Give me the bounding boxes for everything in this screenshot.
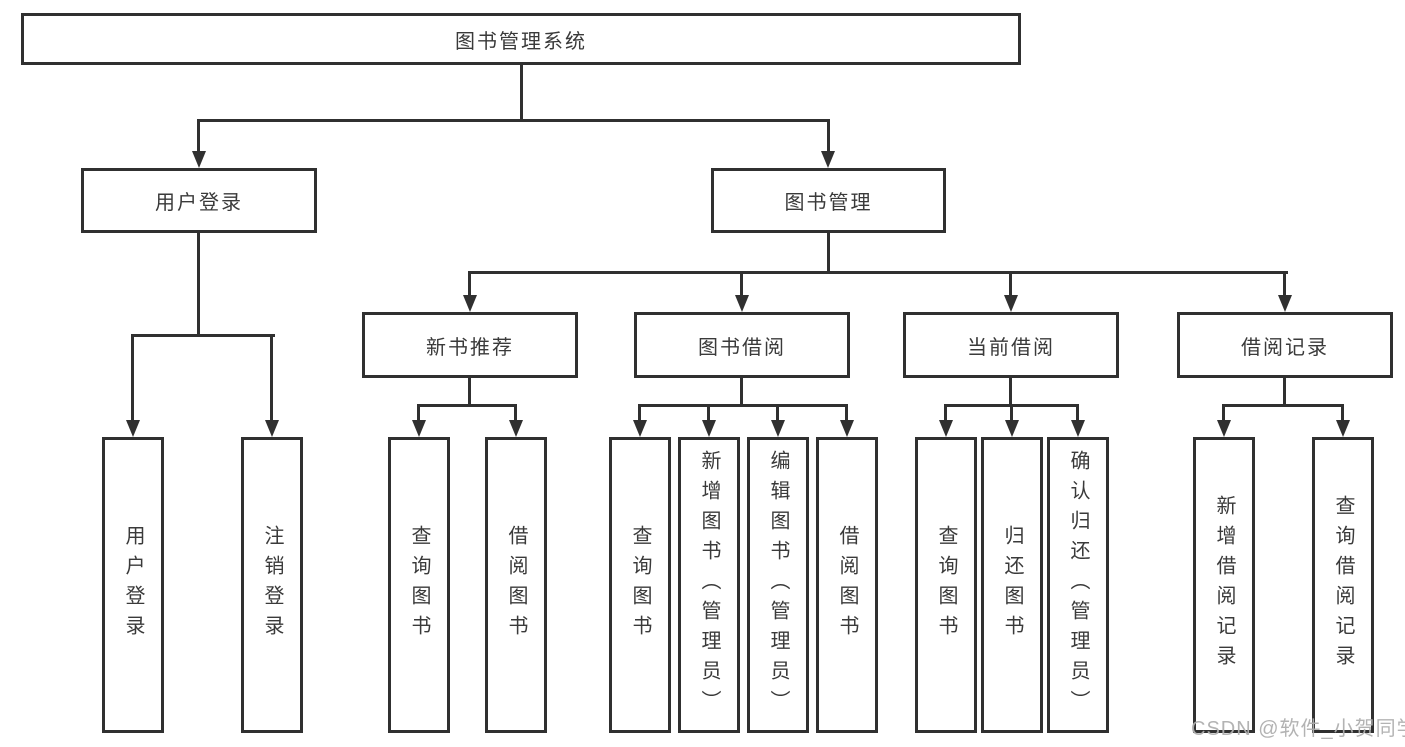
leaf-records-query-record: 查询借阅记录 (1312, 437, 1374, 733)
arrow-down-icon (192, 151, 206, 168)
node-root-library-system: 图书管理系统 (21, 13, 1021, 65)
node-borrow-records: 借阅记录 (1177, 312, 1393, 378)
leaf-current-query-books: 查询图书 (915, 437, 977, 733)
connector-line (468, 271, 471, 297)
leaf-borrow-add-books-admin: 新增图书（管理员） (678, 437, 740, 733)
connector-line (131, 334, 275, 337)
node-book-borrow: 图书借阅 (634, 312, 850, 378)
connector-line (944, 404, 947, 421)
connector-line (197, 119, 830, 122)
arrow-down-icon (735, 295, 749, 312)
leaf-newbooks-borrow-books: 借阅图书 (485, 437, 547, 733)
connector-line (740, 376, 743, 407)
connector-line (1283, 271, 1286, 297)
node-new-book-recommend: 新书推荐 (362, 312, 578, 378)
connector-line (197, 230, 200, 336)
connector-line (1283, 376, 1286, 407)
arrow-down-icon (1005, 420, 1019, 437)
leaf-records-add-record: 新增借阅记录 (1193, 437, 1255, 733)
connector-line (1010, 404, 1013, 421)
arrow-down-icon (265, 420, 279, 437)
connector-line (131, 334, 134, 421)
arrow-down-icon (1004, 295, 1018, 312)
arrow-down-icon (702, 420, 716, 437)
arrow-down-icon (840, 420, 854, 437)
arrow-down-icon (771, 420, 785, 437)
arrow-down-icon (1336, 420, 1350, 437)
arrow-down-icon (1071, 420, 1085, 437)
connector-line (270, 334, 273, 421)
arrow-down-icon (633, 420, 647, 437)
connector-line (845, 404, 848, 421)
leaf-current-return-books: 归还图书 (981, 437, 1043, 733)
leaf-borrow-query-books: 查询图书 (609, 437, 671, 733)
leaf-logout: 注销登录 (241, 437, 303, 733)
connector-line (740, 271, 743, 297)
connector-line (1341, 404, 1344, 421)
leaf-newbooks-query-books: 查询图书 (388, 437, 450, 733)
connector-line (514, 404, 517, 421)
connector-line (520, 62, 523, 122)
connector-line (468, 271, 1288, 274)
arrow-down-icon (463, 295, 477, 312)
connector-line (1222, 404, 1225, 421)
arrow-down-icon (509, 420, 523, 437)
connector-line (468, 376, 471, 407)
arrow-down-icon (821, 151, 835, 168)
leaf-borrow-borrow-books: 借阅图书 (816, 437, 878, 733)
connector-line (827, 119, 830, 153)
connector-line (417, 404, 517, 407)
leaf-borrow-edit-books-admin: 编辑图书（管理员） (747, 437, 809, 733)
arrow-down-icon (412, 420, 426, 437)
connector-line (776, 404, 779, 421)
arrow-down-icon (1278, 295, 1292, 312)
node-book-management: 图书管理 (711, 168, 946, 233)
connector-line (1076, 404, 1079, 421)
connector-line (197, 119, 200, 153)
arrow-down-icon (939, 420, 953, 437)
arrow-down-icon (126, 420, 140, 437)
node-user-login: 用户登录 (81, 168, 317, 233)
connector-line (707, 404, 710, 421)
connector-line (417, 404, 420, 421)
connector-line (827, 230, 830, 273)
connector-line (1222, 404, 1344, 407)
csdn-watermark: CSDN @软件_小贺同学 (1191, 718, 1405, 740)
connector-line (1009, 376, 1012, 407)
leaf-current-confirm-return-admin: 确认归还（管理员） (1047, 437, 1109, 733)
connector-line (1009, 271, 1012, 297)
connector-line (638, 404, 641, 421)
arrow-down-icon (1217, 420, 1231, 437)
leaf-user-login: 用户登录 (102, 437, 164, 733)
node-current-borrow: 当前借阅 (903, 312, 1119, 378)
connector-line (638, 404, 848, 407)
